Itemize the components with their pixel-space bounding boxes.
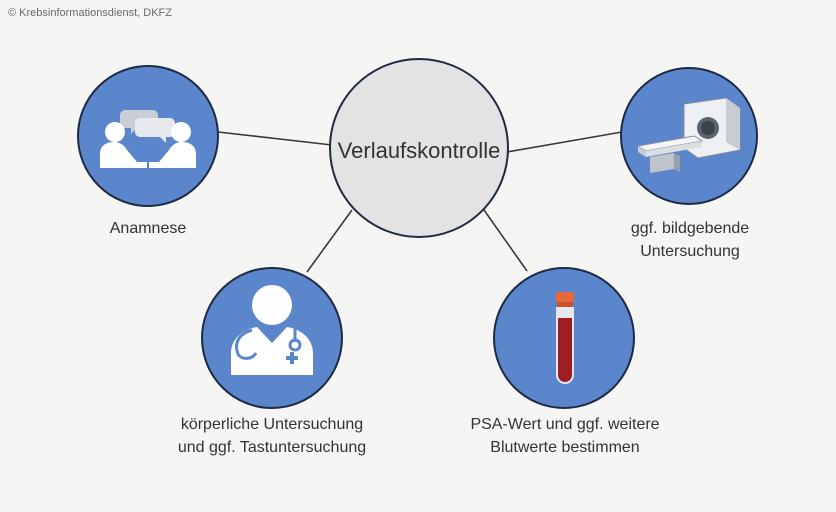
psa-node (493, 267, 635, 409)
connector-exam (306, 209, 353, 273)
imaging-label-line1: ggf. bildgebende (630, 220, 750, 237)
center-circle (329, 58, 509, 238)
connector-imaging (506, 131, 623, 153)
exam-label-line1: körperliche Untersuchung (180, 416, 364, 433)
ct-scanner-icon (636, 97, 741, 173)
center-label: Verlaufskontrolle (337, 138, 501, 163)
imaging-label-line2: Untersuchung (640, 243, 740, 260)
psa-label-line2: Blutwerte bestimmen (490, 439, 640, 456)
blood-tube-icon (556, 292, 574, 384)
imaging-label: ggf. bildgebende Untersuchung (600, 217, 780, 263)
anamnese-label: Anamnese (109, 220, 187, 237)
psa-label: PSA-Wert und ggf. weitere Blutwerte best… (452, 413, 678, 459)
doctor-icon (231, 285, 313, 375)
anamnese-node (77, 65, 219, 207)
exam-label: körperliche Untersuchung und ggf. Tastun… (162, 413, 382, 459)
connector-anamnese (217, 131, 333, 146)
copyright-text: © Krebsinformationsdienst, DKFZ (8, 7, 172, 19)
connector-psa (483, 209, 528, 272)
imaging-node (620, 67, 758, 205)
connectors (217, 131, 623, 273)
conversation-icon (100, 110, 196, 168)
exam-label-line2: und ggf. Tastuntersuchung (177, 439, 367, 456)
psa-label-line1: PSA-Wert und ggf. weitere (470, 416, 660, 433)
exam-node (201, 267, 343, 409)
